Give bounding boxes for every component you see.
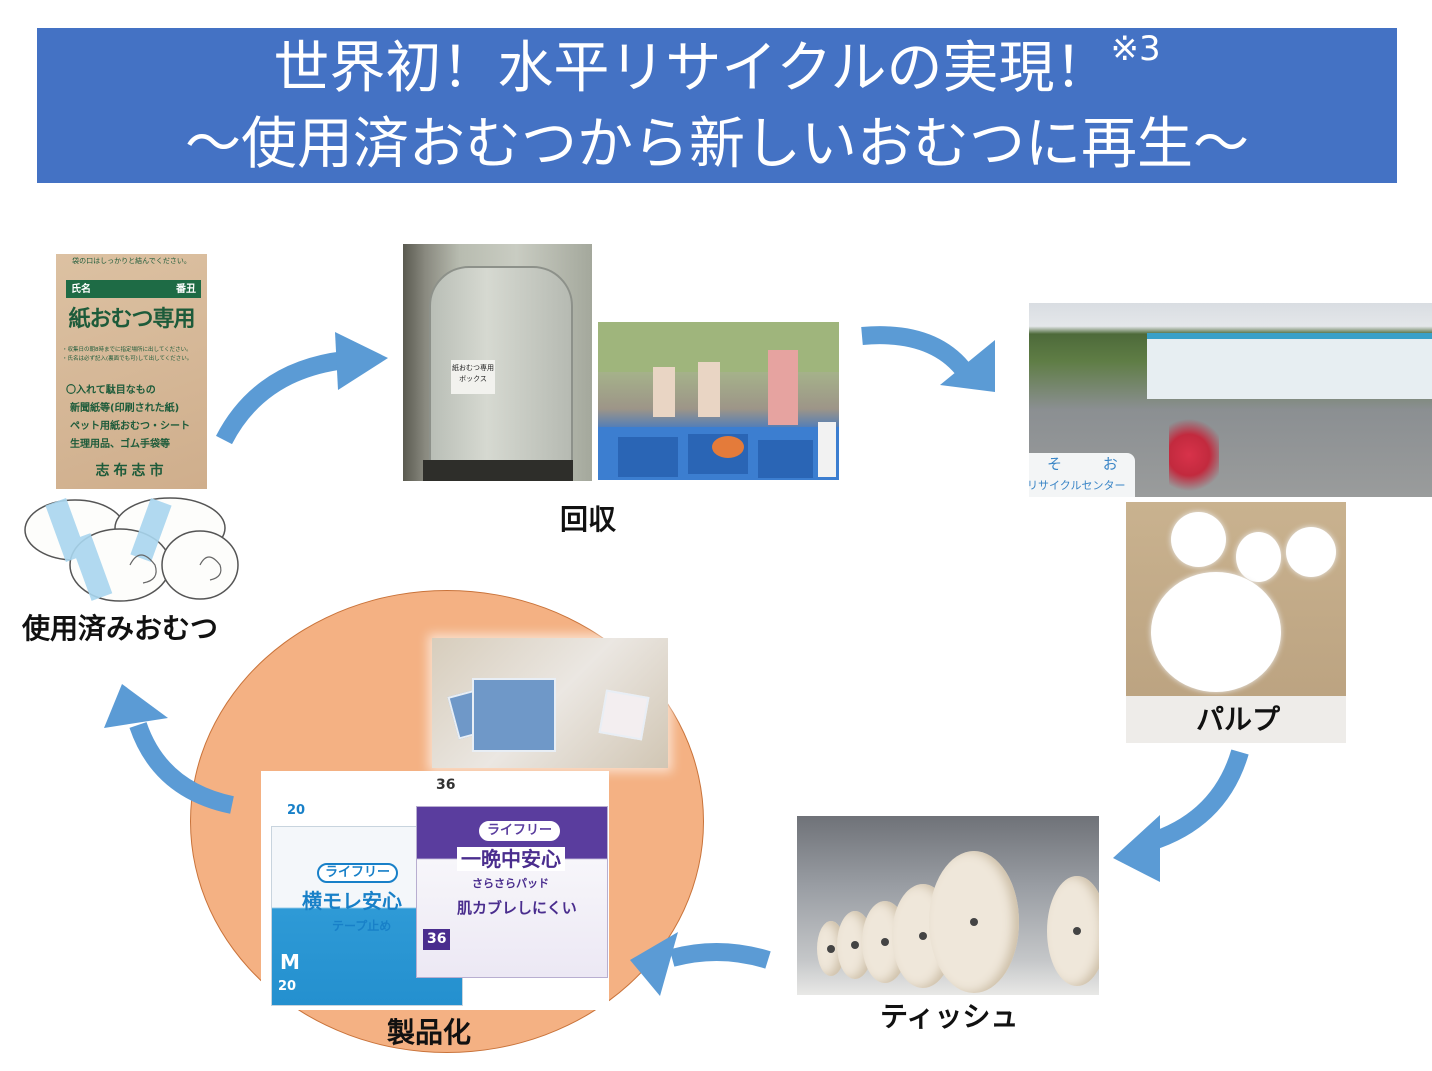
arrow-to-collection (215, 351, 347, 445)
bag-ng-item: ペット用紙おむつ・シート (70, 421, 190, 432)
bag-name-label: 氏名 (71, 283, 91, 295)
pack-name: 一晩中安心 (457, 847, 565, 871)
sanitary-pads-photo (432, 638, 668, 768)
pack-sub: さらさらパッド (472, 877, 549, 890)
step-label-productization: 製品化 (387, 1016, 472, 1049)
bag-ng-title: 〇入れて駄目なもの (66, 385, 156, 396)
title-text: 世界初！水平リサイクルの実現！ (273, 36, 1111, 101)
pulp-label-band (1126, 696, 1346, 743)
pack-count: 20 (278, 979, 297, 994)
pad-pack (598, 689, 650, 741)
bag-city: 志布志市 (95, 463, 168, 479)
bin-sticker: 紙おむつ専用ボックス (451, 360, 495, 394)
purple-pad-pack: ライフリー 一晩中安心 さらさらパッド 肌カブレしにくい 36 (416, 806, 608, 978)
pack-sub: テープ止め (332, 919, 392, 933)
pack-count-top: 20 (287, 803, 306, 818)
bag-top-note: 袋の口はしっかりと結んでください。 (72, 257, 191, 265)
pad-pack (472, 678, 556, 752)
pack-name: 横モレ安心 (302, 889, 402, 913)
arrowhead-icon (1113, 815, 1160, 882)
diaper-bag-photo: 袋の口はしっかりと結んでください。 氏名 番丑 紙おむつ専用 ・収集日の朝8時まで… (56, 254, 207, 489)
pack-feature: 肌カブレしにくい (457, 899, 577, 917)
sign-top-text: そ お (1047, 455, 1136, 473)
bag-note: ・収集日の朝8時までに指定場所に出してください。 (62, 347, 192, 353)
bag-ng-item: 生理用品、ゴム手袋等 (70, 439, 170, 450)
pack-count-top: 36 (436, 777, 456, 793)
pulp-photo: パルプ (1126, 502, 1346, 743)
sign-bottom-text: リサイクルセンター (1029, 479, 1126, 492)
bin-base (423, 460, 573, 481)
step-label-used-diapers: 使用済みおむつ (22, 612, 219, 645)
pack-brand: ライフリー (317, 863, 399, 883)
arrowhead-icon (335, 332, 388, 390)
bag-notes: ・収集日の朝8時までに指定場所に出してください。 ・氏名は必ず記入(裏面でも可)… (62, 346, 192, 364)
bag-ng-item: 新聞紙等(印刷された紙) (70, 403, 180, 414)
title-line-2: ～使用済おむつから新しいおむつに再生～ (185, 112, 1249, 177)
arrowhead-icon (104, 684, 168, 728)
footnote-mark: ※3 (1110, 29, 1161, 69)
step-label-collection: 回収 (560, 503, 617, 536)
arrow-to-products (669, 943, 771, 969)
pulp-fluff (1171, 512, 1226, 567)
new-diaper-products-photo: 20 ライフリー 横モレ安心 テープ止め M 20 36 ライフリー 一晩中安心… (261, 771, 609, 1010)
collection-workers-photo (598, 322, 839, 480)
bag-name-bar: 氏名 番丑 (66, 280, 201, 298)
tissue-rolls-photo (797, 816, 1099, 995)
arrowhead-icon (940, 340, 995, 392)
title-line-1: 世界初！水平リサイクルの実現！※3 (37, 32, 1397, 102)
pack-size: M (280, 950, 300, 974)
pulp-fluff (1236, 532, 1281, 582)
facility-sign: そ お リサイクルセンター (1029, 453, 1135, 497)
paper-roll (929, 851, 1019, 993)
arrow-to-tissue (1147, 749, 1249, 851)
bag-ng-list: 〇入れて駄目なもの 新聞紙等(印刷された紙) ペット用紙おむつ・シート 生理用品… (66, 382, 190, 454)
collection-bin-photo: 紙おむつ専用ボックス (403, 244, 592, 481)
arrow-to-center (861, 326, 969, 375)
title-banner: 世界初！水平リサイクルの実現！※3 ～使用済おむつから新しいおむつに再生～ (37, 28, 1397, 183)
facility-building (1147, 333, 1432, 399)
flower-bed (1169, 413, 1219, 497)
pack-brand: ライフリー (479, 821, 561, 841)
step-label-tissue: ティッシュ (880, 1000, 1019, 1033)
bag-note: ・氏名は必ず記入(裏面でも可)して出してください。 (62, 356, 193, 362)
bag-heading: 紙おむつ専用 (68, 307, 195, 332)
pulp-fluff (1286, 527, 1336, 577)
bag-address-label: 番丑 (176, 283, 196, 295)
step-label-pulp: パルプ (1196, 703, 1281, 736)
recycling-center-photo: そ お リサイクルセンター (1029, 303, 1432, 497)
pack-count: 36 (423, 929, 451, 950)
paper-roll (1047, 876, 1099, 986)
used-diapers-illustration (24, 497, 239, 602)
pulp-fluff (1151, 572, 1281, 692)
workers-scene (598, 322, 839, 480)
